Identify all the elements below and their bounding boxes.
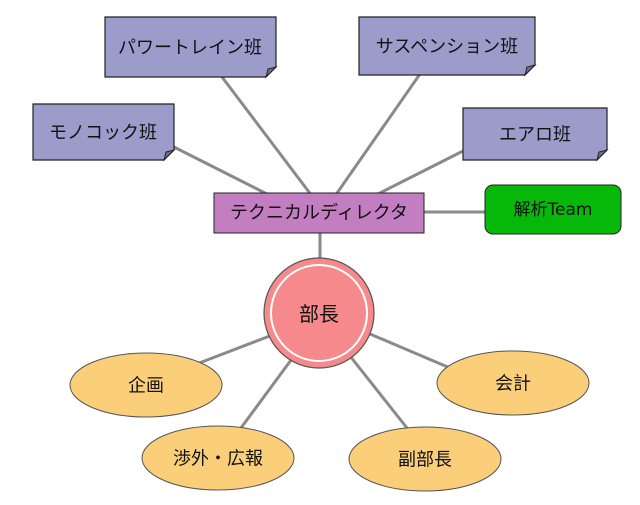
bucho-label: 部長 xyxy=(299,302,339,326)
aero-fold xyxy=(596,149,609,162)
analysis-team-shape xyxy=(484,184,622,235)
aero-label: エアロ班 xyxy=(499,125,571,146)
kikaku-label: 企画 xyxy=(128,376,164,397)
connector-kaikei xyxy=(369,332,451,370)
shogai-koho-label: 渉外・広報 xyxy=(173,449,263,470)
suspension-label: サスペンション班 xyxy=(376,37,518,58)
fukubucho-node: 副部長 xyxy=(348,426,502,492)
bucho-node: 部長 xyxy=(263,257,375,369)
fukubucho-shape xyxy=(348,426,502,492)
monocoque-label: モノコック班 xyxy=(49,123,157,144)
suspension-fold xyxy=(524,64,537,77)
kikaku-node: 企画 xyxy=(69,352,223,418)
analysis-team-label: 解析Team xyxy=(514,200,593,220)
connector-shogai-koho xyxy=(236,355,296,433)
bucho-inner-ring xyxy=(270,264,368,362)
kikaku-shape xyxy=(69,352,223,418)
fukubucho-label: 副部長 xyxy=(398,450,452,471)
connector-monocoque xyxy=(169,143,276,200)
connector-powertrain xyxy=(220,76,314,197)
powertrain-fold xyxy=(265,66,278,79)
section-box-monocoque: モノコック班 xyxy=(32,103,176,162)
connector-fukubucho xyxy=(348,355,409,429)
monocoque-fold xyxy=(163,149,176,162)
section-box-powertrain: パワートレイン班 xyxy=(104,16,278,79)
connector-suspension xyxy=(333,73,422,197)
shogai-koho-shape xyxy=(141,425,295,491)
kaikei-label: 会計 xyxy=(495,374,531,395)
powertrain-label: パワートレイン班 xyxy=(118,38,262,59)
section-box-aero: エアロ班 xyxy=(462,107,609,162)
connector-kikaku xyxy=(193,332,276,367)
kaikei-shape xyxy=(436,350,590,416)
technical-director-shape xyxy=(213,192,425,234)
technical-director-label: テクニカルディレクタ xyxy=(230,203,408,224)
kaikei-node: 会計 xyxy=(436,350,590,416)
connector-aero xyxy=(369,148,466,200)
shogai-koho-node: 渉外・広報 xyxy=(141,425,295,491)
bucho-outer-circle xyxy=(263,257,375,369)
connectors xyxy=(169,73,486,433)
section-box-suspension: サスペンション班 xyxy=(358,16,537,77)
technical-director-box: テクニカルディレクタ xyxy=(213,192,425,234)
analysis-team-box: 解析Team xyxy=(484,184,622,235)
